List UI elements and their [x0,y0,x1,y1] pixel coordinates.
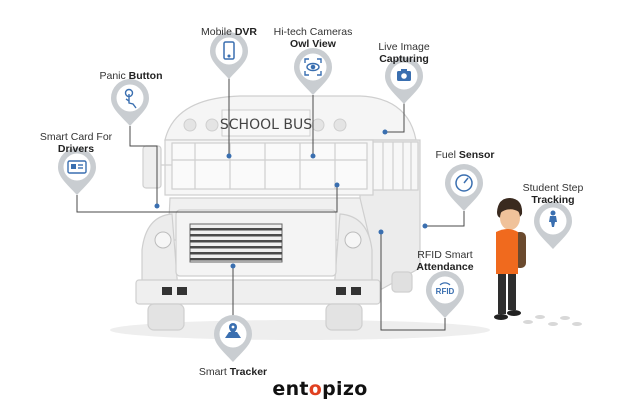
student-step-icon [549,210,557,227]
bumper-lights [162,287,361,295]
fuel-sensor-icon [455,174,473,192]
label-mobile-dvr: Mobile DVR [200,26,258,38]
pin-student-step [534,202,572,249]
roof-lights [183,118,347,132]
right-headlight [344,231,362,249]
left-headlight [154,231,172,249]
rfid-icon: RFID [436,287,455,296]
label-panic: Panic Button [99,70,163,82]
live-image-icon [397,69,411,81]
pin-tracker [214,315,252,362]
connector-dots [154,129,428,269]
pin-cameras [294,48,332,95]
student-boy [494,198,526,320]
smart-card-icon [67,160,87,174]
pin-panic [111,79,149,126]
pin-smart-card [58,148,96,195]
pin-mobile-dvr [210,32,248,79]
label-tracker: Smart Tracker [198,366,268,378]
pin-fuel [445,164,483,211]
label-fuel: Fuel Sensor [435,149,495,161]
footprints [523,315,582,326]
school-bus [135,95,421,331]
connector-lines [76,78,465,331]
bus-grille [189,223,283,263]
pin-live-image [385,57,423,104]
tracker-icon [225,323,241,338]
pin-rfid: RFID [426,271,464,318]
panic-button-icon [124,88,137,109]
camera-icon [304,58,322,76]
brand-logo: entopizo [272,378,368,400]
bus-sign-text: SCHOOL BUS [220,117,312,133]
bus-shadow [110,320,490,340]
sign-board [221,109,311,137]
mobile-dvr-icon [223,41,235,60]
